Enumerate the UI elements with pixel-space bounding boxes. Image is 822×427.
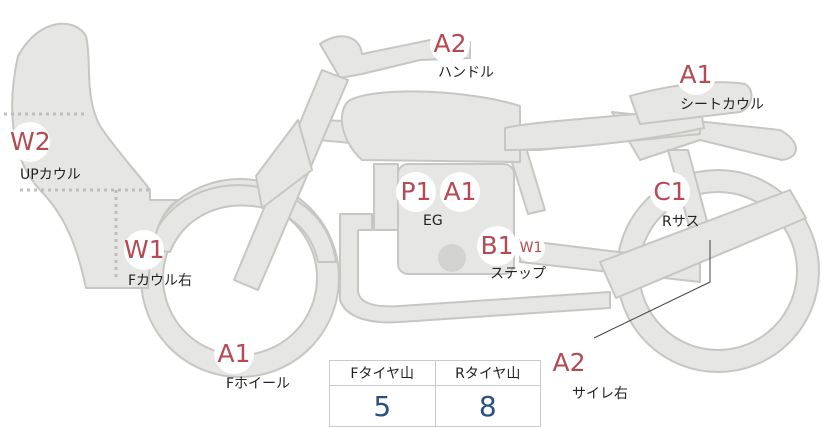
grade-badge-engine-1: P1 (396, 172, 436, 212)
tire-tread-table: Fタイヤ山 Rタイヤ山 5 8 (329, 360, 541, 427)
grade-badge-f-wheel: A1 (214, 334, 254, 374)
grade-badge-step-1: B1 (477, 226, 517, 266)
grade-badge-up-cowl: W2 (10, 122, 51, 162)
part-label-seat-cowl: シートカウル (680, 97, 764, 113)
part-label-engine: EG (423, 213, 443, 229)
grade-badge-seat-cowl: A1 (676, 55, 716, 95)
tread-value-rear: 8 (434, 385, 541, 427)
tread-header-rear: Rタイヤ山 (434, 360, 541, 386)
grade-badge-muffler-right: A2 (549, 343, 589, 383)
tread-value-front: 5 (329, 385, 436, 427)
part-label-rear-susp: Rサス (662, 214, 700, 230)
muffler (599, 189, 807, 299)
front-fender (147, 184, 337, 263)
grade-badge-engine-2: A1 (440, 172, 480, 212)
front-cowl (11, 22, 179, 289)
part-label-f-cowl-right: Fカウル右 (128, 273, 193, 289)
grade-badge-rear-susp: C1 (650, 172, 690, 212)
part-label-step: ステップ (490, 266, 546, 282)
fuel-tank (341, 90, 521, 163)
part-label-up-cowl: UPカウル (20, 167, 81, 183)
seat-cowl (629, 81, 753, 125)
grade-badge-f-cowl-right: W1 (124, 230, 165, 270)
grade-badge-handle: A2 (430, 24, 470, 64)
exhaust-pipes (339, 213, 611, 324)
part-label-f-wheel: Fホイール (226, 376, 291, 392)
part-label-handle: ハンドル (438, 65, 494, 81)
grade-badge-step-2: W1 (517, 234, 545, 262)
tread-header-front: Fタイヤ山 (329, 360, 436, 386)
part-label-muffler-right: サイレ右 (572, 386, 628, 402)
